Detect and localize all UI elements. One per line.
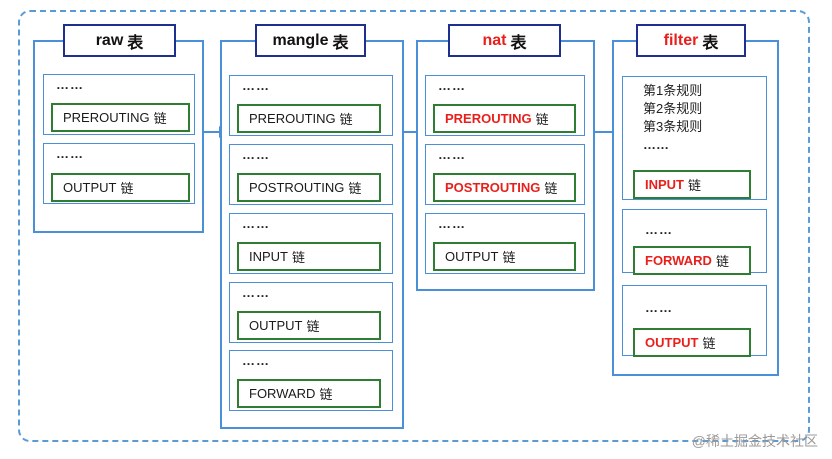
watermark: @稀土掘金技术社区 xyxy=(691,433,818,449)
nat-table-name: nat xyxy=(482,31,507,49)
filter-rule-1: 第1条规则 xyxy=(643,83,703,98)
filter-rule-2: 第2条规则 xyxy=(643,101,703,116)
outer-dashed-frame xyxy=(18,10,810,442)
filter-rule-3: 第3条规则 xyxy=(643,119,703,134)
filter-table-name: filter xyxy=(663,31,699,49)
raw-table-name: raw xyxy=(95,31,124,49)
raw-table xyxy=(33,40,204,233)
mangle-table-name: mangle xyxy=(272,31,329,49)
filter-rule-more: …… xyxy=(643,137,669,152)
filter-rules-list: 第1条规则 第2条规则 第3条规则 …… xyxy=(643,82,702,154)
